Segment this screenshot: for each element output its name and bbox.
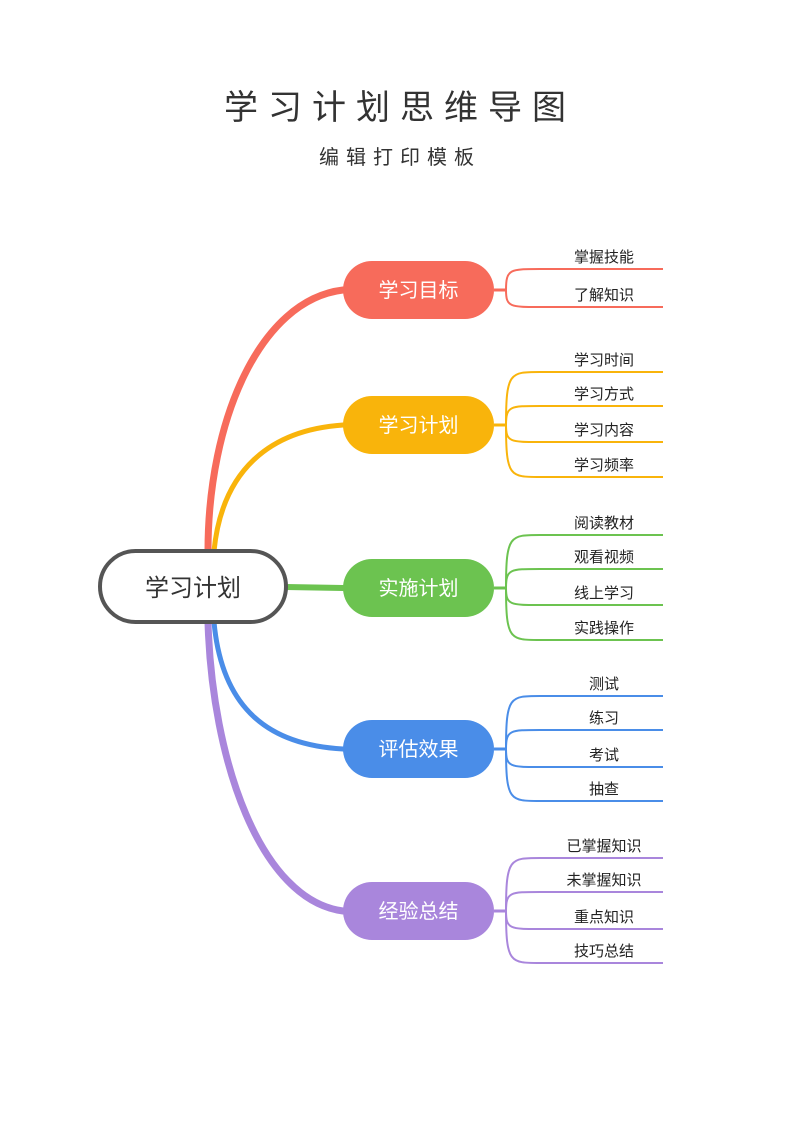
branch-label: 学习计划: [379, 413, 459, 437]
root-label: 学习计划: [145, 574, 241, 602]
leaf-label[interactable]: 技巧总结: [574, 942, 634, 960]
leaf-connector: [505, 910, 663, 964]
leaf-label[interactable]: 练习: [589, 709, 619, 727]
leaf-connector: [505, 534, 663, 589]
leaf-connector: [505, 405, 663, 426]
leaf-label[interactable]: 学习时间: [574, 351, 634, 369]
leaf-connector: [505, 695, 663, 750]
branch-label: 学习目标: [379, 278, 459, 302]
leaf-connector: [505, 568, 663, 589]
leaf-connector: [505, 729, 663, 750]
branch-node[interactable]: [343, 396, 494, 454]
leaf-label[interactable]: 掌握技能: [574, 248, 634, 266]
branch-node[interactable]: [343, 720, 494, 778]
leaf-label[interactable]: 观看视频: [574, 548, 634, 566]
branch-label: 经验总结: [379, 899, 459, 923]
leaf-connector: [505, 289, 663, 308]
branch-node[interactable]: [343, 261, 494, 319]
leaf-label[interactable]: 重点知识: [574, 908, 634, 926]
leaf-connector: [505, 371, 663, 426]
page-title: 学习计划思维导图: [224, 88, 576, 128]
branch-connector: [211, 422, 346, 554]
leaf-connector: [505, 891, 663, 912]
leaf-connector: [505, 857, 663, 912]
leaf-connector: [505, 424, 663, 478]
leaf-connector: [505, 587, 663, 641]
branch-node[interactable]: [343, 882, 494, 940]
branch-connector: [204, 286, 347, 555]
root-node[interactable]: 学习计划: [98, 549, 288, 624]
branch-label: 评估效果: [379, 737, 459, 761]
leaf-connector: [505, 748, 663, 802]
leaf-connector: [505, 268, 663, 291]
leaf-label[interactable]: 学习方式: [574, 385, 634, 403]
leaf-label[interactable]: 测试: [589, 675, 619, 693]
leaf-connector: [505, 748, 663, 768]
leaf-label[interactable]: 学习内容: [574, 421, 634, 439]
leaf-label[interactable]: 考试: [589, 746, 619, 764]
branch-connector: [283, 584, 346, 591]
leaf-label[interactable]: 实践操作: [574, 619, 634, 637]
leaf-label[interactable]: 抽查: [589, 780, 619, 798]
leaf-label[interactable]: 线上学习: [574, 584, 634, 602]
branch-connector: [204, 618, 347, 915]
branch-label: 实施计划: [379, 576, 459, 600]
leaf-label[interactable]: 阅读教材: [574, 514, 634, 532]
branch-connector: [211, 619, 346, 752]
leaf-label[interactable]: 未掌握知识: [566, 871, 641, 889]
page-subtitle: 编辑打印模板: [319, 145, 481, 169]
leaf-label[interactable]: 已掌握知识: [566, 837, 641, 855]
leaf-label[interactable]: 了解知识: [574, 286, 634, 304]
leaf-label[interactable]: 学习频率: [574, 456, 634, 474]
root-node-box[interactable]: [98, 549, 288, 624]
branch-node[interactable]: [343, 559, 494, 617]
